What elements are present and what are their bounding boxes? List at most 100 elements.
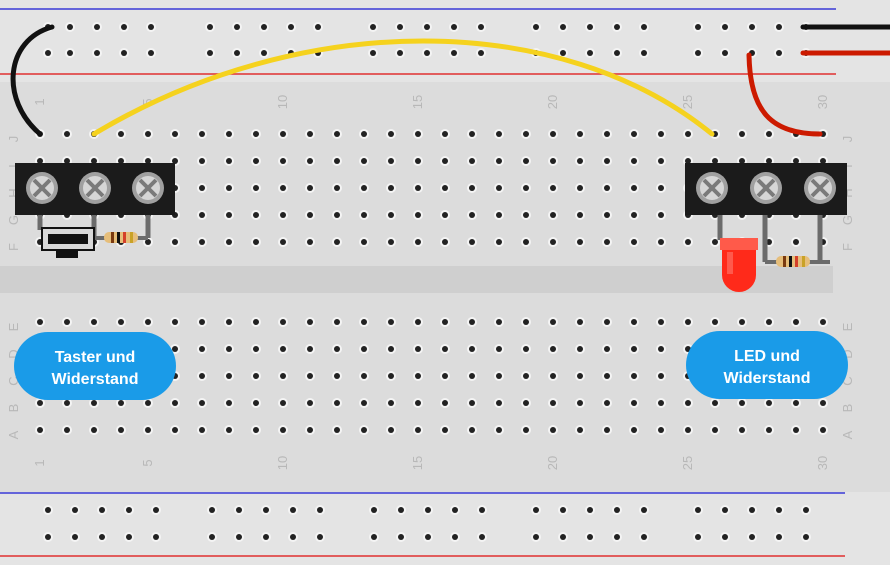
breadboard-hole <box>575 371 585 381</box>
breadboard-hole <box>359 317 369 327</box>
breadboard-hole <box>683 317 693 327</box>
breadboard-hole <box>774 48 784 58</box>
breadboard-hole <box>747 22 757 32</box>
breadboard-hole <box>548 210 558 220</box>
breadboard-hole <box>359 425 369 435</box>
row-letter-left: I <box>6 164 21 168</box>
breadboard-hole <box>124 532 134 542</box>
breadboard-hole <box>449 48 459 58</box>
breadboard-hole <box>683 237 693 247</box>
breadboard-hole <box>818 317 828 327</box>
breadboard-hole <box>440 237 450 247</box>
breadboard-hole <box>116 317 126 327</box>
breadboard-hole <box>170 129 180 139</box>
column-number-bottom: 15 <box>410 456 425 470</box>
breadboard-hole <box>494 344 504 354</box>
breadboard-hole <box>764 129 774 139</box>
breadboard-hole <box>450 505 460 515</box>
breadboard-hole <box>197 237 207 247</box>
breadboard-hole <box>602 317 612 327</box>
breadboard-hole <box>693 48 703 58</box>
breadboard-hole <box>720 532 730 542</box>
breadboard-hole <box>602 344 612 354</box>
breadboard-hole <box>440 317 450 327</box>
breadboard-hole <box>747 505 757 515</box>
breadboard-hole <box>440 398 450 408</box>
breadboard-hole <box>801 532 811 542</box>
breadboard-hole <box>146 22 156 32</box>
breadboard-hole <box>467 237 477 247</box>
breadboard-hole <box>92 48 102 58</box>
breadboard-hole <box>602 371 612 381</box>
breadboard-hole <box>359 156 369 166</box>
breadboard-hole <box>368 48 378 58</box>
row-letter-right: H <box>840 188 855 197</box>
breadboard-hole <box>656 317 666 327</box>
breadboard-hole <box>92 22 102 32</box>
label-left: Taster und Widerstand <box>14 332 176 400</box>
breadboard-hole <box>720 22 730 32</box>
breadboard-hole <box>737 398 747 408</box>
breadboard-hole <box>710 398 720 408</box>
breadboard-hole <box>629 317 639 327</box>
breadboard-hole <box>332 156 342 166</box>
breadboard-hole <box>261 505 271 515</box>
label-right-line-1: LED und <box>734 348 800 365</box>
breadboard-hole <box>656 398 666 408</box>
breadboard-hole <box>521 210 531 220</box>
breadboard-hole <box>791 237 801 247</box>
breadboard-hole <box>359 371 369 381</box>
breadboard-hole <box>278 183 288 193</box>
breadboard-hole <box>413 156 423 166</box>
breadboard-hole <box>197 317 207 327</box>
breadboard-hole <box>89 398 99 408</box>
breadboard-hole <box>440 183 450 193</box>
breadboard-hole <box>575 129 585 139</box>
breadboard-hole <box>656 156 666 166</box>
breadboard-hole <box>477 532 487 542</box>
breadboard-hole <box>440 425 450 435</box>
breadboard-hole <box>413 371 423 381</box>
breadboard-hole <box>602 398 612 408</box>
screw-icon <box>696 172 728 204</box>
breadboard-hole <box>801 505 811 515</box>
breadboard-hole <box>278 317 288 327</box>
breadboard-hole <box>224 371 234 381</box>
breadboard-hole <box>548 344 558 354</box>
breadboard-hole <box>97 532 107 542</box>
breadboard-hole <box>521 129 531 139</box>
breadboard-hole <box>494 237 504 247</box>
breadboard-hole <box>116 425 126 435</box>
breadboard-hole <box>440 344 450 354</box>
black-wire-left <box>10 24 55 137</box>
breadboard-hole <box>440 156 450 166</box>
breadboard-hole <box>521 371 531 381</box>
breadboard-hole <box>494 371 504 381</box>
breadboard-hole <box>65 48 75 58</box>
breadboard-hole <box>440 210 450 220</box>
breadboard-hole <box>477 505 487 515</box>
breadboard-hole <box>278 156 288 166</box>
breadboard-hole <box>521 156 531 166</box>
breadboard-hole <box>422 22 432 32</box>
breadboard-hole <box>251 237 261 247</box>
breadboard-hole <box>521 237 531 247</box>
breadboard-hole <box>278 425 288 435</box>
row-letter-right: F <box>840 243 855 251</box>
breadboard-hole <box>585 505 595 515</box>
breadboard-hole <box>43 48 53 58</box>
breadboard-hole <box>224 398 234 408</box>
breadboard-hole <box>386 344 396 354</box>
row-letter-left: H <box>6 188 21 197</box>
breadboard-hole <box>521 183 531 193</box>
breadboard-hole <box>612 532 622 542</box>
breadboard-hole <box>395 48 405 58</box>
breadboard-hole <box>639 22 649 32</box>
breadboard-hole <box>494 129 504 139</box>
breadboard-hole <box>747 532 757 542</box>
breadboard-hole <box>683 398 693 408</box>
breadboard-hole <box>422 48 432 58</box>
breadboard-hole <box>315 532 325 542</box>
breadboard-hole <box>521 425 531 435</box>
